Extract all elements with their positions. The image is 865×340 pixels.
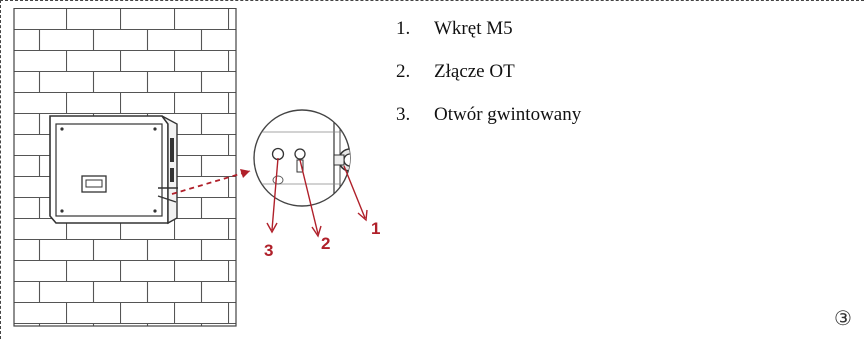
legend-item: 3. Otwór gwintowany bbox=[396, 104, 581, 147]
legend-number: 3. bbox=[396, 104, 411, 125]
callout-lines bbox=[266, 157, 368, 238]
callout-1: 1 bbox=[371, 219, 380, 238]
legend-number: 2. bbox=[396, 61, 411, 82]
inverter-display bbox=[81, 175, 107, 193]
threaded-hole bbox=[271, 147, 285, 161]
legend-item: 1. Wkręt M5 bbox=[396, 18, 581, 61]
magnified-detail bbox=[253, 109, 351, 207]
step-marker: ③ bbox=[834, 306, 852, 330]
legend-text: Otwór gwintowany bbox=[434, 104, 582, 125]
callout-2: 2 bbox=[321, 234, 330, 253]
inverter-unit bbox=[49, 115, 178, 225]
legend-text: Wkręt M5 bbox=[434, 18, 513, 39]
component-legend: 1. Wkręt M5 2. Złącze OT 3. Otwór gwinto… bbox=[396, 18, 581, 147]
inverter-grounding-illustration: 1 2 3 bbox=[13, 8, 380, 327]
legend-text: Złącze OT bbox=[434, 61, 515, 82]
zoom-pointer bbox=[171, 169, 251, 195]
legend-number: 1. bbox=[396, 18, 411, 39]
legend-item: 2. Złącze OT bbox=[396, 61, 581, 104]
callout-3: 3 bbox=[264, 241, 273, 260]
m5-screw bbox=[333, 148, 350, 172]
